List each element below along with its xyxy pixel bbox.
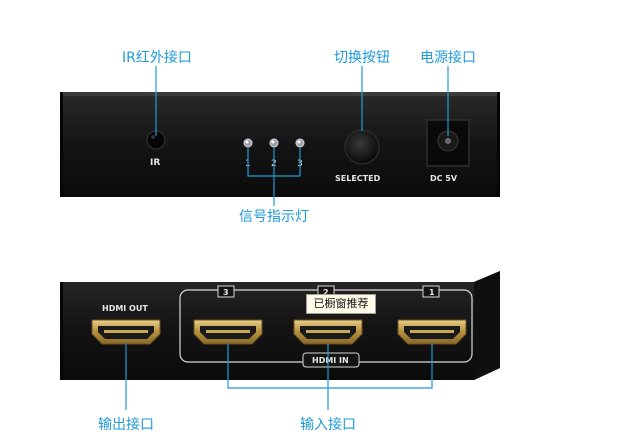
selected-label: SELECTED — [335, 174, 381, 183]
svg-text:1: 1 — [429, 288, 435, 297]
svg-text:3: 3 — [223, 288, 229, 297]
output-port-callout: 输出接口 — [98, 417, 154, 433]
signal-leds — [243, 138, 305, 148]
back-panel: HDMI OUT 3 2 1 HDMI IN — [60, 271, 500, 380]
select-button — [344, 129, 380, 165]
ir-label: IR — [150, 158, 160, 168]
hdmi-input-port-2 — [293, 319, 363, 345]
svg-text:2: 2 — [323, 288, 329, 297]
hdmi-output-port — [91, 319, 161, 345]
hdmi-in-label-box: HDMI IN — [302, 352, 360, 368]
led-2 — [269, 138, 279, 148]
led-3 — [295, 138, 305, 148]
power-port-callout: 电源接口 — [420, 50, 476, 66]
front-panel: IR 1 2 3 SELECTED — [60, 92, 500, 197]
hdmi-input-port-1 — [397, 319, 467, 345]
switch-button-callout: 切换按钮 — [334, 50, 390, 66]
back-callout-lines — [125, 344, 433, 410]
dc-label: DC 5V — [430, 174, 458, 183]
input-ports-callout: 输入接口 — [300, 417, 356, 433]
hdmi-input-port-3 — [193, 319, 263, 345]
front-callout-lines — [155, 66, 449, 206]
led-1 — [243, 138, 253, 148]
port-number-1: 1 — [422, 285, 440, 298]
hdmi-in-label: HDMI IN — [312, 356, 349, 365]
port-number-3: 3 — [217, 285, 235, 298]
recommend-tooltip: 已橱窗推荐 — [306, 294, 376, 314]
signal-leds-callout: 信号指示灯 — [239, 209, 309, 225]
dc-power-jack — [426, 119, 470, 167]
ir-port-callout: IR红外接口 — [122, 50, 192, 66]
hdmi-out-label: HDMI OUT — [102, 304, 148, 313]
